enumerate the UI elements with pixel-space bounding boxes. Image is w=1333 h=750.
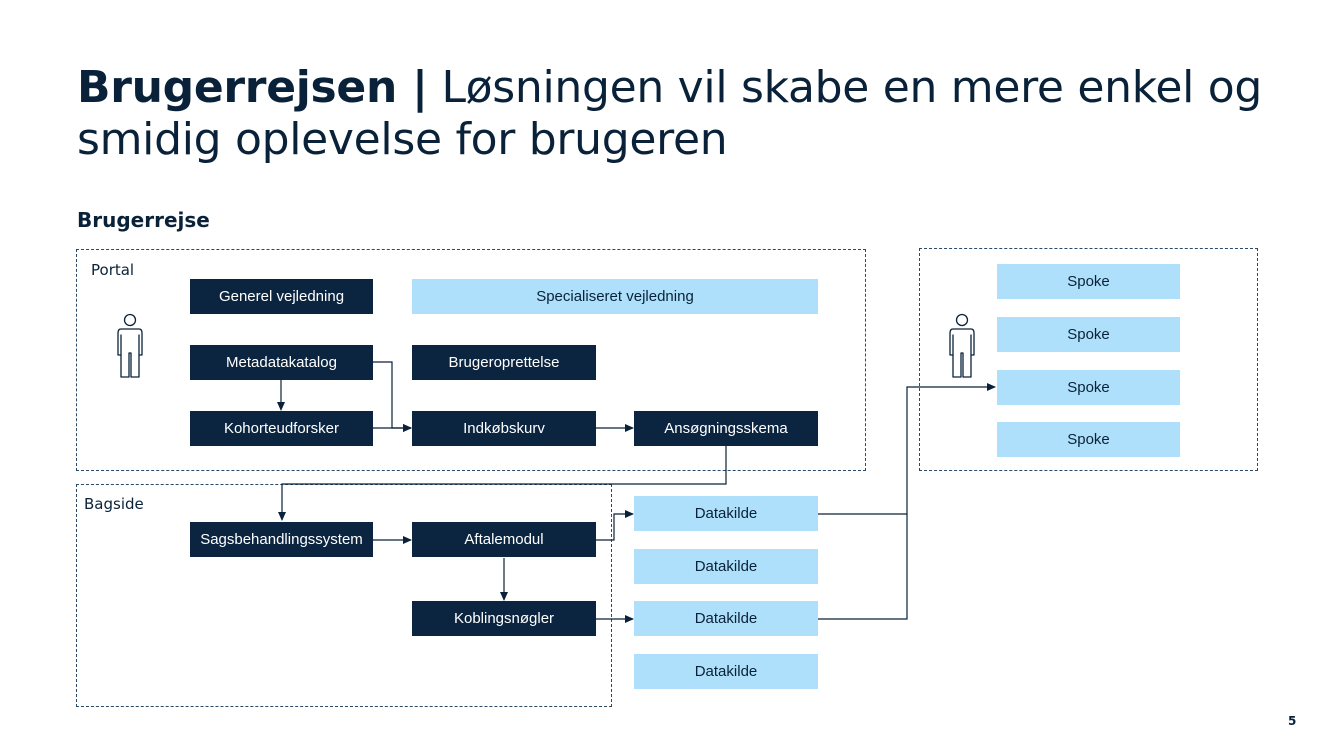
arrow-datakilde-3-to-spoke: [818, 514, 908, 620]
title-rest: Løsningen vil skabe en mere enkel og smi…: [77, 62, 1262, 165]
arrow-datakilde-1-to-spoke: [818, 383, 996, 515]
portal-region: [76, 249, 866, 471]
node-datakilde-3: Datakilde: [634, 601, 818, 636]
node-spoke-1: Spoke: [997, 264, 1180, 299]
node-spoke-2: Spoke: [997, 317, 1180, 352]
node-spoke-4: Spoke: [997, 422, 1180, 457]
node-aftalemodul: Aftalemodul: [412, 522, 596, 557]
node-generel-vejledning: Generel vejledning: [190, 279, 373, 314]
node-datakilde-1: Datakilde: [634, 496, 818, 531]
node-koblingsnogler: Koblingsnøgler: [412, 601, 596, 636]
node-specialiseret-vejledning: Specialiseret vejledning: [412, 279, 818, 314]
node-datakilde-2: Datakilde: [634, 549, 818, 584]
person-icon: [949, 313, 975, 378]
bagside-label: Bagside: [84, 495, 144, 513]
node-brugeroprettelse: Brugeroprettelse: [412, 345, 596, 380]
node-metadatakatalog: Metadatakatalog: [190, 345, 373, 380]
page-number: 5: [1288, 714, 1297, 728]
spoke-region: [919, 248, 1258, 471]
section-subtitle: Brugerrejse: [77, 208, 210, 232]
person-icon: [117, 313, 143, 378]
node-sagsbehandlingssystem: Sagsbehandlingssystem: [190, 522, 373, 557]
arrow-aftale-to-datakilde-1: [596, 510, 634, 541]
node-ansogningsskema: Ansøgningsskema: [634, 411, 818, 446]
node-indkobskurv: Indkøbskurv: [412, 411, 596, 446]
arrow-ansogning-to-sagsbehandling: [278, 446, 727, 521]
arrow-metadata-to-indkobskurv: [373, 361, 412, 432]
node-kohorteudforsker: Kohorteudforsker: [190, 411, 373, 446]
portal-label: Portal: [91, 261, 135, 279]
page-title: Brugerrejsen | Løsningen vil skabe en me…: [77, 62, 1277, 166]
title-bold: Brugerrejsen |: [77, 62, 428, 113]
node-spoke-3: Spoke: [997, 370, 1180, 405]
node-datakilde-4: Datakilde: [634, 654, 818, 689]
